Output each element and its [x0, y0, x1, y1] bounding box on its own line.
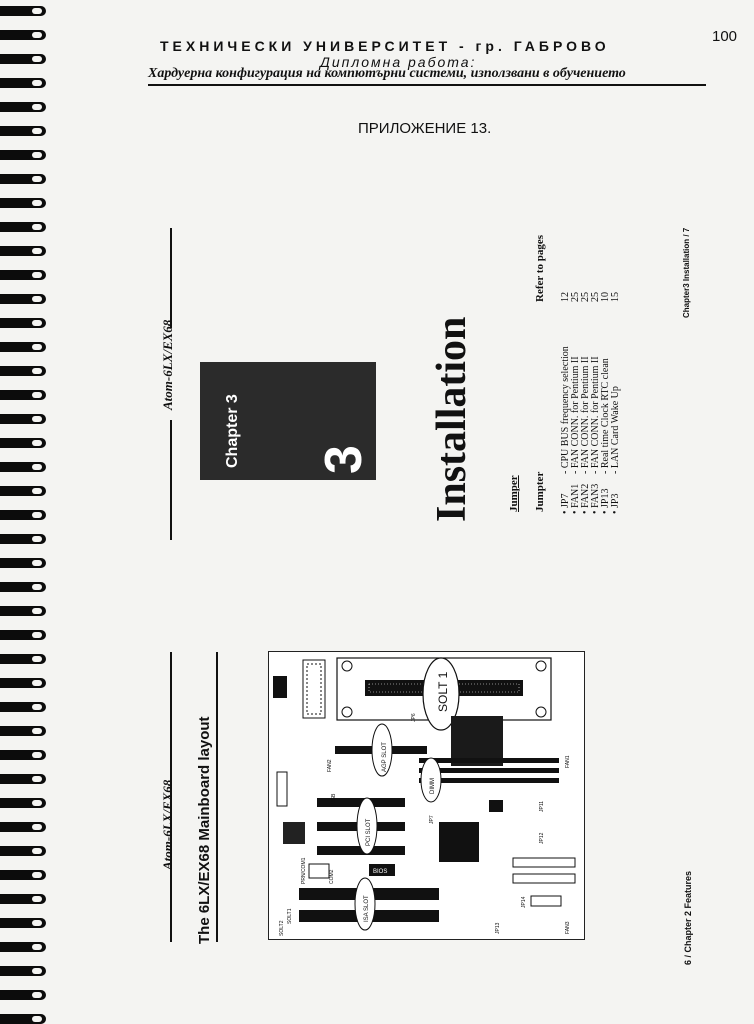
left-brand: Atom-6LX/EX68 [160, 779, 175, 870]
section-jumper: Jumper [508, 475, 520, 512]
right-brand-rule-lower [170, 420, 172, 540]
binding-ring [0, 486, 46, 496]
binding-ring [0, 366, 46, 376]
thesis-type: Дипломна работа: [320, 54, 477, 70]
binding-ring [0, 870, 46, 880]
right-brand-rule-upper [170, 228, 172, 328]
binding-ring [0, 6, 46, 16]
binding-ring [0, 174, 46, 184]
col-refer: Refer to pages [534, 235, 546, 302]
left-brand-rule-lower [170, 652, 172, 942]
binding-ring [0, 270, 46, 280]
board-label-pci-slot: PCI SLOT [366, 818, 372, 846]
binding-ring [0, 798, 46, 808]
board-label-agp-slot: AGP SLOT [382, 742, 388, 772]
university-header: ТЕХНИЧЕСКИ УНИВЕРСИТЕТ - гр. ГАБРОВО [160, 38, 610, 54]
board-label-com2: COM2 [329, 869, 335, 884]
board-label-jp7: JP7 [429, 815, 435, 824]
binding-ring [0, 702, 46, 712]
chapter-title: Installation [429, 316, 475, 522]
board-label-solt2: SOLT2 [279, 920, 285, 936]
binding-ring [0, 126, 46, 136]
binding-ring [0, 78, 46, 88]
binding-ring [0, 822, 46, 832]
binding-ring [0, 462, 46, 472]
binding-ring [0, 414, 46, 424]
binding-ring [0, 294, 46, 304]
mainboard-diagram: SOLT 1 AGP SLOT PCI SLOT ISA SLOT DIMM B… [268, 651, 585, 940]
binding-ring [0, 342, 46, 352]
binding-ring [0, 534, 46, 544]
board-label-solt1: SOLT1 [287, 908, 293, 924]
binding-ring [0, 894, 46, 904]
left-footer: 6 / Chapter 2 Features [683, 870, 693, 965]
board-label-prn-com1: PRN/COM1 [301, 857, 307, 884]
binding-ring [0, 966, 46, 976]
binding-ring [0, 54, 46, 64]
binding-ring [0, 558, 46, 568]
board-label-jp13: JP13 [495, 922, 501, 934]
board-label-usb: USB [331, 793, 337, 804]
board-label-dimm: DIMM [430, 778, 436, 794]
binding-ring [0, 150, 46, 160]
jumper-description: - LAN Card Wake Up [610, 386, 621, 474]
left-brand-rule-bottom [170, 880, 172, 940]
heading-rule [216, 652, 218, 942]
board-label-bios: BIOS [373, 869, 387, 875]
binding-ring [0, 30, 46, 40]
binding-ring [0, 654, 46, 664]
spiral-binding [0, 0, 52, 1024]
binding-ring [0, 582, 46, 592]
board-label-fan2: FAN2 [327, 759, 333, 772]
col-jumper: Jumpter [534, 471, 546, 512]
binding-ring [0, 918, 46, 928]
board-label-solt1-big: SOLT 1 [436, 671, 450, 712]
board-label-jp6: JP6 [411, 713, 417, 722]
binding-ring [0, 726, 46, 736]
binding-ring [0, 750, 46, 760]
binding-ring [0, 102, 46, 112]
board-label-fan3: FAN3 [565, 921, 571, 934]
binding-ring [0, 390, 46, 400]
jumper-name: • JP3 [610, 493, 621, 514]
board-label-isa-slot: ISA SLOT [364, 895, 370, 922]
left-heading: The 6LX/EX68 Mainboard layout [196, 716, 213, 944]
binding-ring [0, 606, 46, 616]
right-brand: Atom-6LX/EX68 [160, 319, 175, 410]
thesis-title: Хардуерна конфигурация на компютърни сис… [148, 66, 626, 81]
board-label-jp11: JP11 [539, 801, 545, 812]
board-label-jp12: JP12 [539, 832, 545, 844]
page-number: 100 [712, 28, 738, 45]
binding-ring [0, 942, 46, 952]
binding-ring [0, 198, 46, 208]
chapter-box: Chapter 3 3 [200, 362, 376, 480]
board-label-fan1: FAN1 [565, 755, 571, 768]
binding-ring [0, 438, 46, 448]
header-divider [148, 84, 706, 86]
binding-ring [0, 990, 46, 1000]
binding-ring [0, 678, 46, 688]
chapter-label: Chapter 3 [224, 394, 241, 468]
board-label-jp14: JP14 [521, 896, 527, 908]
binding-ring [0, 846, 46, 856]
binding-ring [0, 318, 46, 328]
binding-ring [0, 774, 46, 784]
appendix-label: ПРИЛОЖЕНИЕ 13. [358, 120, 492, 137]
jumper-page: 15 [610, 292, 621, 302]
binding-ring [0, 246, 46, 256]
mainboard-drawing: SOLT 1 AGP SLOT PCI SLOT ISA SLOT DIMM B… [273, 657, 576, 936]
chapter-number: 3 [315, 445, 373, 474]
right-footer: Chapter3 Installation / 7 [682, 227, 691, 318]
binding-ring [0, 510, 46, 520]
binding-ring [0, 630, 46, 640]
binding-ring [0, 222, 46, 232]
binding-ring [0, 1014, 46, 1024]
